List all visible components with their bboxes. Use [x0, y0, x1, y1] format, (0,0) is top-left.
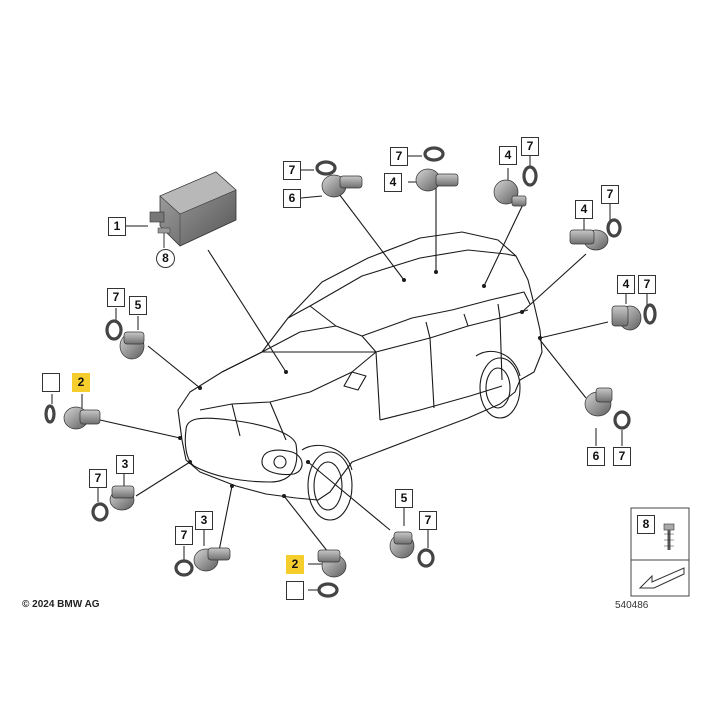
car-outline [177, 231, 543, 521]
label-front-bottom-ring [286, 581, 304, 600]
label-control-unit-screw: 8 [156, 249, 175, 268]
label-roof-ring-6: 7 [283, 161, 301, 180]
label-front-wheel-ring: 7 [419, 511, 437, 530]
label-front-left-sensor: 2 [72, 373, 90, 392]
sealing-rings [44, 146, 657, 598]
pdc-control-unit [149, 171, 237, 247]
label-legend-screw: 8 [637, 515, 655, 534]
label-front-lower-left-sensor: 3 [116, 455, 134, 474]
label-rear-roof-ring: 7 [521, 137, 539, 156]
label-rear-side-sensor: 4 [617, 275, 635, 294]
label-rear-lower-ring: 7 [613, 447, 631, 466]
label-front-lower-left-ring: 7 [89, 469, 107, 488]
label-rear-roof-sensor: 4 [499, 146, 517, 165]
label-front-lower-center-ring: 7 [175, 526, 193, 545]
label-roof-ring-4: 7 [390, 147, 408, 166]
label-front-bottom-sensor: 2 [286, 555, 304, 574]
label-rear-lower-sensor: 6 [587, 447, 605, 466]
label-roof-sensor-6: 6 [283, 189, 301, 208]
label-front-wheel-sensor: 5 [395, 489, 413, 508]
leader-dots [178, 270, 542, 498]
label-rear-upper-ring: 7 [601, 185, 619, 204]
label-rear-side-ring: 7 [638, 275, 656, 294]
screw-part [157, 227, 171, 248]
label-front-lower-center-sensor: 3 [195, 511, 213, 530]
leader-lines [99, 186, 609, 557]
sensors [63, 168, 642, 578]
copyright-text: © 2024 BMW AG [22, 599, 100, 610]
drawing-number: 540486 [615, 600, 649, 611]
label-rear-upper-sensor: 4 [575, 200, 593, 219]
label-front-corner-sensor: 5 [129, 296, 147, 315]
label-front-left-ring [42, 373, 60, 392]
label-pdc-control-unit: 1 [108, 217, 126, 236]
label-roof-sensor-4: 4 [384, 173, 402, 192]
label-front-corner-ring: 7 [107, 288, 125, 307]
